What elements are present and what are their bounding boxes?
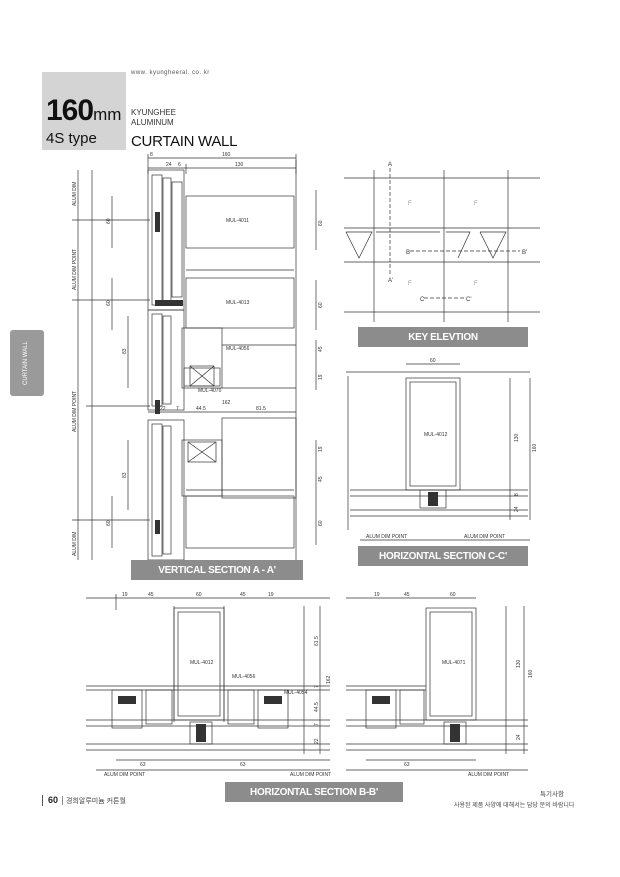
bb-dim-top-19a: 19 xyxy=(122,592,128,598)
header-badge xyxy=(42,72,126,150)
bb-right-dim-top-45: 45 xyxy=(404,592,410,598)
page-footer-text: 경희알루미늄 커튼월 xyxy=(66,798,126,805)
cc-point-label-2: ALUM DIM POINT xyxy=(464,534,505,540)
bb-part-label-mul-4012: MUL-4012 xyxy=(190,660,214,666)
bb-dim-top-45b: 45 xyxy=(240,592,246,598)
note-body: 사용된 제품 사양에 대해서는 담당 문의 바람니다 xyxy=(454,803,575,809)
part-label-mul-4056: MUL-4056 xyxy=(226,346,250,352)
fill-label-1: F xyxy=(408,201,412,207)
dim-mid-7: 7 xyxy=(176,406,179,412)
dim-right-lower-45: 45 xyxy=(318,476,324,482)
marker-b: B xyxy=(406,250,410,256)
cc-part-label: MUL-4012 xyxy=(424,432,448,438)
fill-label-3: F xyxy=(408,281,412,287)
website-link[interactable]: www. kyungheeral. co. kr xyxy=(131,70,210,76)
part-label-mul-4011: MUL-4011 xyxy=(226,218,249,224)
bb-dim-top-45a: 45 xyxy=(148,592,154,598)
marker-a-prime: A' xyxy=(388,278,393,284)
bb-dim-bottom-63b: 63 xyxy=(240,762,246,768)
side-label-alum-dim-top: ALUM DIM xyxy=(72,182,78,206)
bb-dim-top-19b: 19 xyxy=(268,592,274,598)
bb-dim-side-7b: 7 xyxy=(314,723,320,726)
size-label: 160mm xyxy=(46,94,122,127)
type-label: 4S type xyxy=(46,130,97,147)
fill-label-4: F xyxy=(474,281,478,287)
bb-point-label-2: ALUM DIM POINT xyxy=(290,772,331,778)
dim-mid-44-5: 44.5 xyxy=(196,406,206,412)
bb-right-dim-side-24: 24 xyxy=(516,734,522,740)
part-label-mul-4070: MUL-4070 xyxy=(198,388,222,394)
cc-dim-24: 24 xyxy=(514,506,520,512)
bb-right-dim-top-60: 60 xyxy=(450,592,456,598)
marker-b-prime: B' xyxy=(522,250,527,256)
page-divider xyxy=(42,795,43,806)
bb-dim-bottom-63a: 63 xyxy=(140,762,146,768)
bb-right-dim-top-19: 19 xyxy=(374,592,380,598)
dim-top-160: 160 xyxy=(222,152,231,158)
dim-top-8: 8 xyxy=(150,152,153,158)
dim-mid-22: 22 xyxy=(160,406,166,412)
cc-dim-160: 160 xyxy=(532,443,538,452)
dim-left-60a: 60 xyxy=(106,218,112,224)
key-elevation-label: KEY ELEVTION xyxy=(358,327,528,347)
bb-right-dim-side-160: 160 xyxy=(528,669,534,678)
dim-left-83a: 83 xyxy=(122,348,128,354)
dim-right-19: 19 xyxy=(318,374,324,380)
page-title: CURTAIN WALL xyxy=(131,133,238,150)
bb-dim-side-162: 162 xyxy=(326,675,332,684)
bb-dim-side-22: 22 xyxy=(314,738,320,744)
dim-mid-81-5: 81.5 xyxy=(256,406,266,412)
dim-left-60b: 60 xyxy=(106,300,112,306)
page-number: 60 xyxy=(48,795,59,805)
cc-dim-60: 60 xyxy=(430,358,436,364)
page-separator xyxy=(62,796,63,805)
part-label-mul-4013: MUL-4013 xyxy=(226,300,250,306)
brand-subname: ALUMINUM xyxy=(131,118,174,127)
dim-top-24: 24 xyxy=(166,162,172,168)
bb-dim-side-7a: 7 xyxy=(314,685,320,688)
note-title: 특기사항 xyxy=(540,791,564,798)
dim-right-lower-19: 19 xyxy=(318,446,324,452)
cc-dim-130: 130 xyxy=(514,433,520,442)
brand-name: KYUNGHEE xyxy=(131,108,176,117)
bb-dim-side-44-5: 44.5 xyxy=(314,702,320,712)
bb-point-label-3: ALUM DIM POINT xyxy=(468,772,509,778)
dim-right-lower-60: 60 xyxy=(318,520,324,526)
bb-part-label-mul-4056: MUL-4056 xyxy=(232,674,256,680)
vertical-section-label: VERTICAL SECTION A - A' xyxy=(131,560,303,580)
marker-a: A xyxy=(388,162,392,168)
cc-point-label-1: ALUM DIM POINT xyxy=(366,534,407,540)
cc-dim-8: 8 xyxy=(514,493,520,496)
bb-part-label-mul-4071: MUL-4071 xyxy=(442,660,466,666)
bb-right-dim-bottom-63: 63 xyxy=(404,762,410,768)
dim-top-130: 130 xyxy=(235,162,244,168)
marker-c: C xyxy=(420,297,425,303)
dim-left-83b: 83 xyxy=(122,472,128,478)
dim-right-45: 45 xyxy=(318,346,324,352)
dim-top-6: 6 xyxy=(178,162,181,168)
side-label-alum-dim-bottom: ALUM DIM xyxy=(72,532,78,556)
horizontal-section-bb-label: HORIZONTAL SECTION B-B' xyxy=(225,782,403,802)
bb-dim-side-61-5: 61.5 xyxy=(314,636,320,646)
bb-dim-top-60: 60 xyxy=(196,592,202,598)
side-label-alum-dim-point-1: ALUM DIM POINT xyxy=(72,249,78,290)
horizontal-section-cc-label: HORIZONTAL SECTION C-C' xyxy=(358,546,528,566)
dim-mid-162: 162 xyxy=(222,400,231,406)
side-label-alum-dim-point-2: ALUM DIM POINT xyxy=(72,391,78,432)
marker-c-prime: C' xyxy=(466,297,471,303)
bb-part-label-mul-4054: MUL-4054 xyxy=(284,690,308,696)
bb-point-label-1: ALUM DIM POINT xyxy=(104,772,145,778)
dim-right-60a: 60 xyxy=(318,220,324,226)
dim-right-60b: 60 xyxy=(318,302,324,308)
dim-left-60c: 60 xyxy=(106,520,112,526)
bb-right-dim-side-130: 130 xyxy=(516,659,522,668)
fill-label-2: F xyxy=(474,201,478,207)
